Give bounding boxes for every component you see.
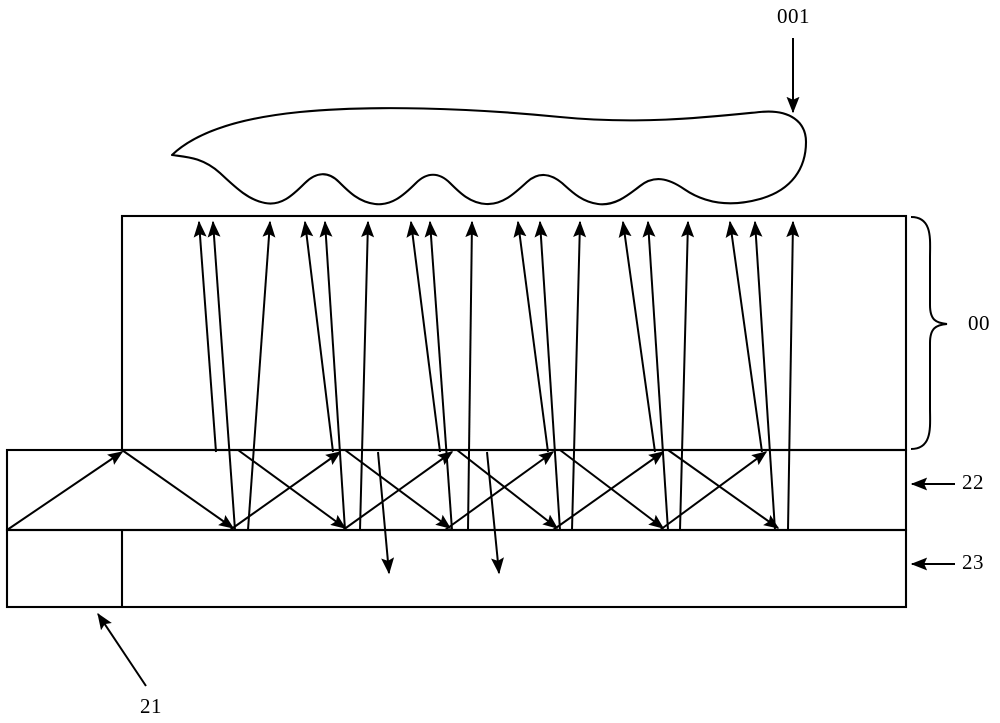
emitted-ray-up-16: [725, 220, 763, 453]
guided-ray-seg-2: [229, 451, 342, 531]
emitted-ray-up-1: [193, 220, 217, 453]
emitted-ray-up-14: [642, 220, 669, 531]
emitted-ray-up-4: [300, 220, 334, 453]
reference-label-00: 00: [968, 311, 990, 335]
reference-label-22: 22: [962, 470, 984, 494]
emitted-ray-up-6: [359, 220, 375, 531]
guided-ray-seg-7: [667, 449, 780, 529]
substrate-layer-box: [5, 528, 908, 609]
object-001-outline: [170, 107, 808, 206]
reference-label-23: 23: [962, 550, 984, 574]
emitted-ray-down-2: [486, 451, 504, 575]
emitted-ray-down-1: [377, 451, 395, 575]
guided-rays-group: [6, 449, 780, 531]
guided-ray-entry: [6, 451, 124, 531]
emitted-ray-up-2: [207, 220, 236, 531]
guided-ray-seg-6: [659, 451, 768, 531]
emitted-ray-up-8: [424, 220, 453, 531]
emitted-ray-up-13: [618, 220, 656, 453]
brace-00: [910, 216, 948, 450]
emitted-ray-up-3: [247, 220, 276, 531]
guided-ray-x-4: [456, 449, 559, 529]
emitted-ray-up-18: [786, 220, 800, 531]
emitted-ray-up-9: [465, 220, 479, 531]
emitted-ray-up-5: [319, 220, 346, 531]
guided-ray-seg-4: [444, 451, 555, 531]
emitted-ray-up-10: [513, 220, 549, 453]
blob-shape: [170, 107, 808, 206]
emitted-up-rays-group: [193, 220, 800, 531]
emitted-down-rays-group: [377, 451, 504, 575]
reference-label-21: 21: [140, 694, 162, 718]
emitted-ray-up-15: [679, 220, 695, 531]
display-region-box: [120, 214, 908, 452]
emitted-ray-up-17: [749, 220, 776, 531]
guided-ray-x-2: [237, 449, 347, 529]
reference-label-001: 001: [777, 4, 810, 28]
guided-ray-x-5: [552, 451, 665, 531]
emitted-ray-up-7: [406, 220, 441, 453]
callout-arrow-21: [97, 613, 147, 687]
emitted-ray-up-11: [534, 220, 561, 531]
guided-ray-seg-1: [121, 449, 235, 529]
emitted-ray-up-12: [571, 220, 587, 531]
